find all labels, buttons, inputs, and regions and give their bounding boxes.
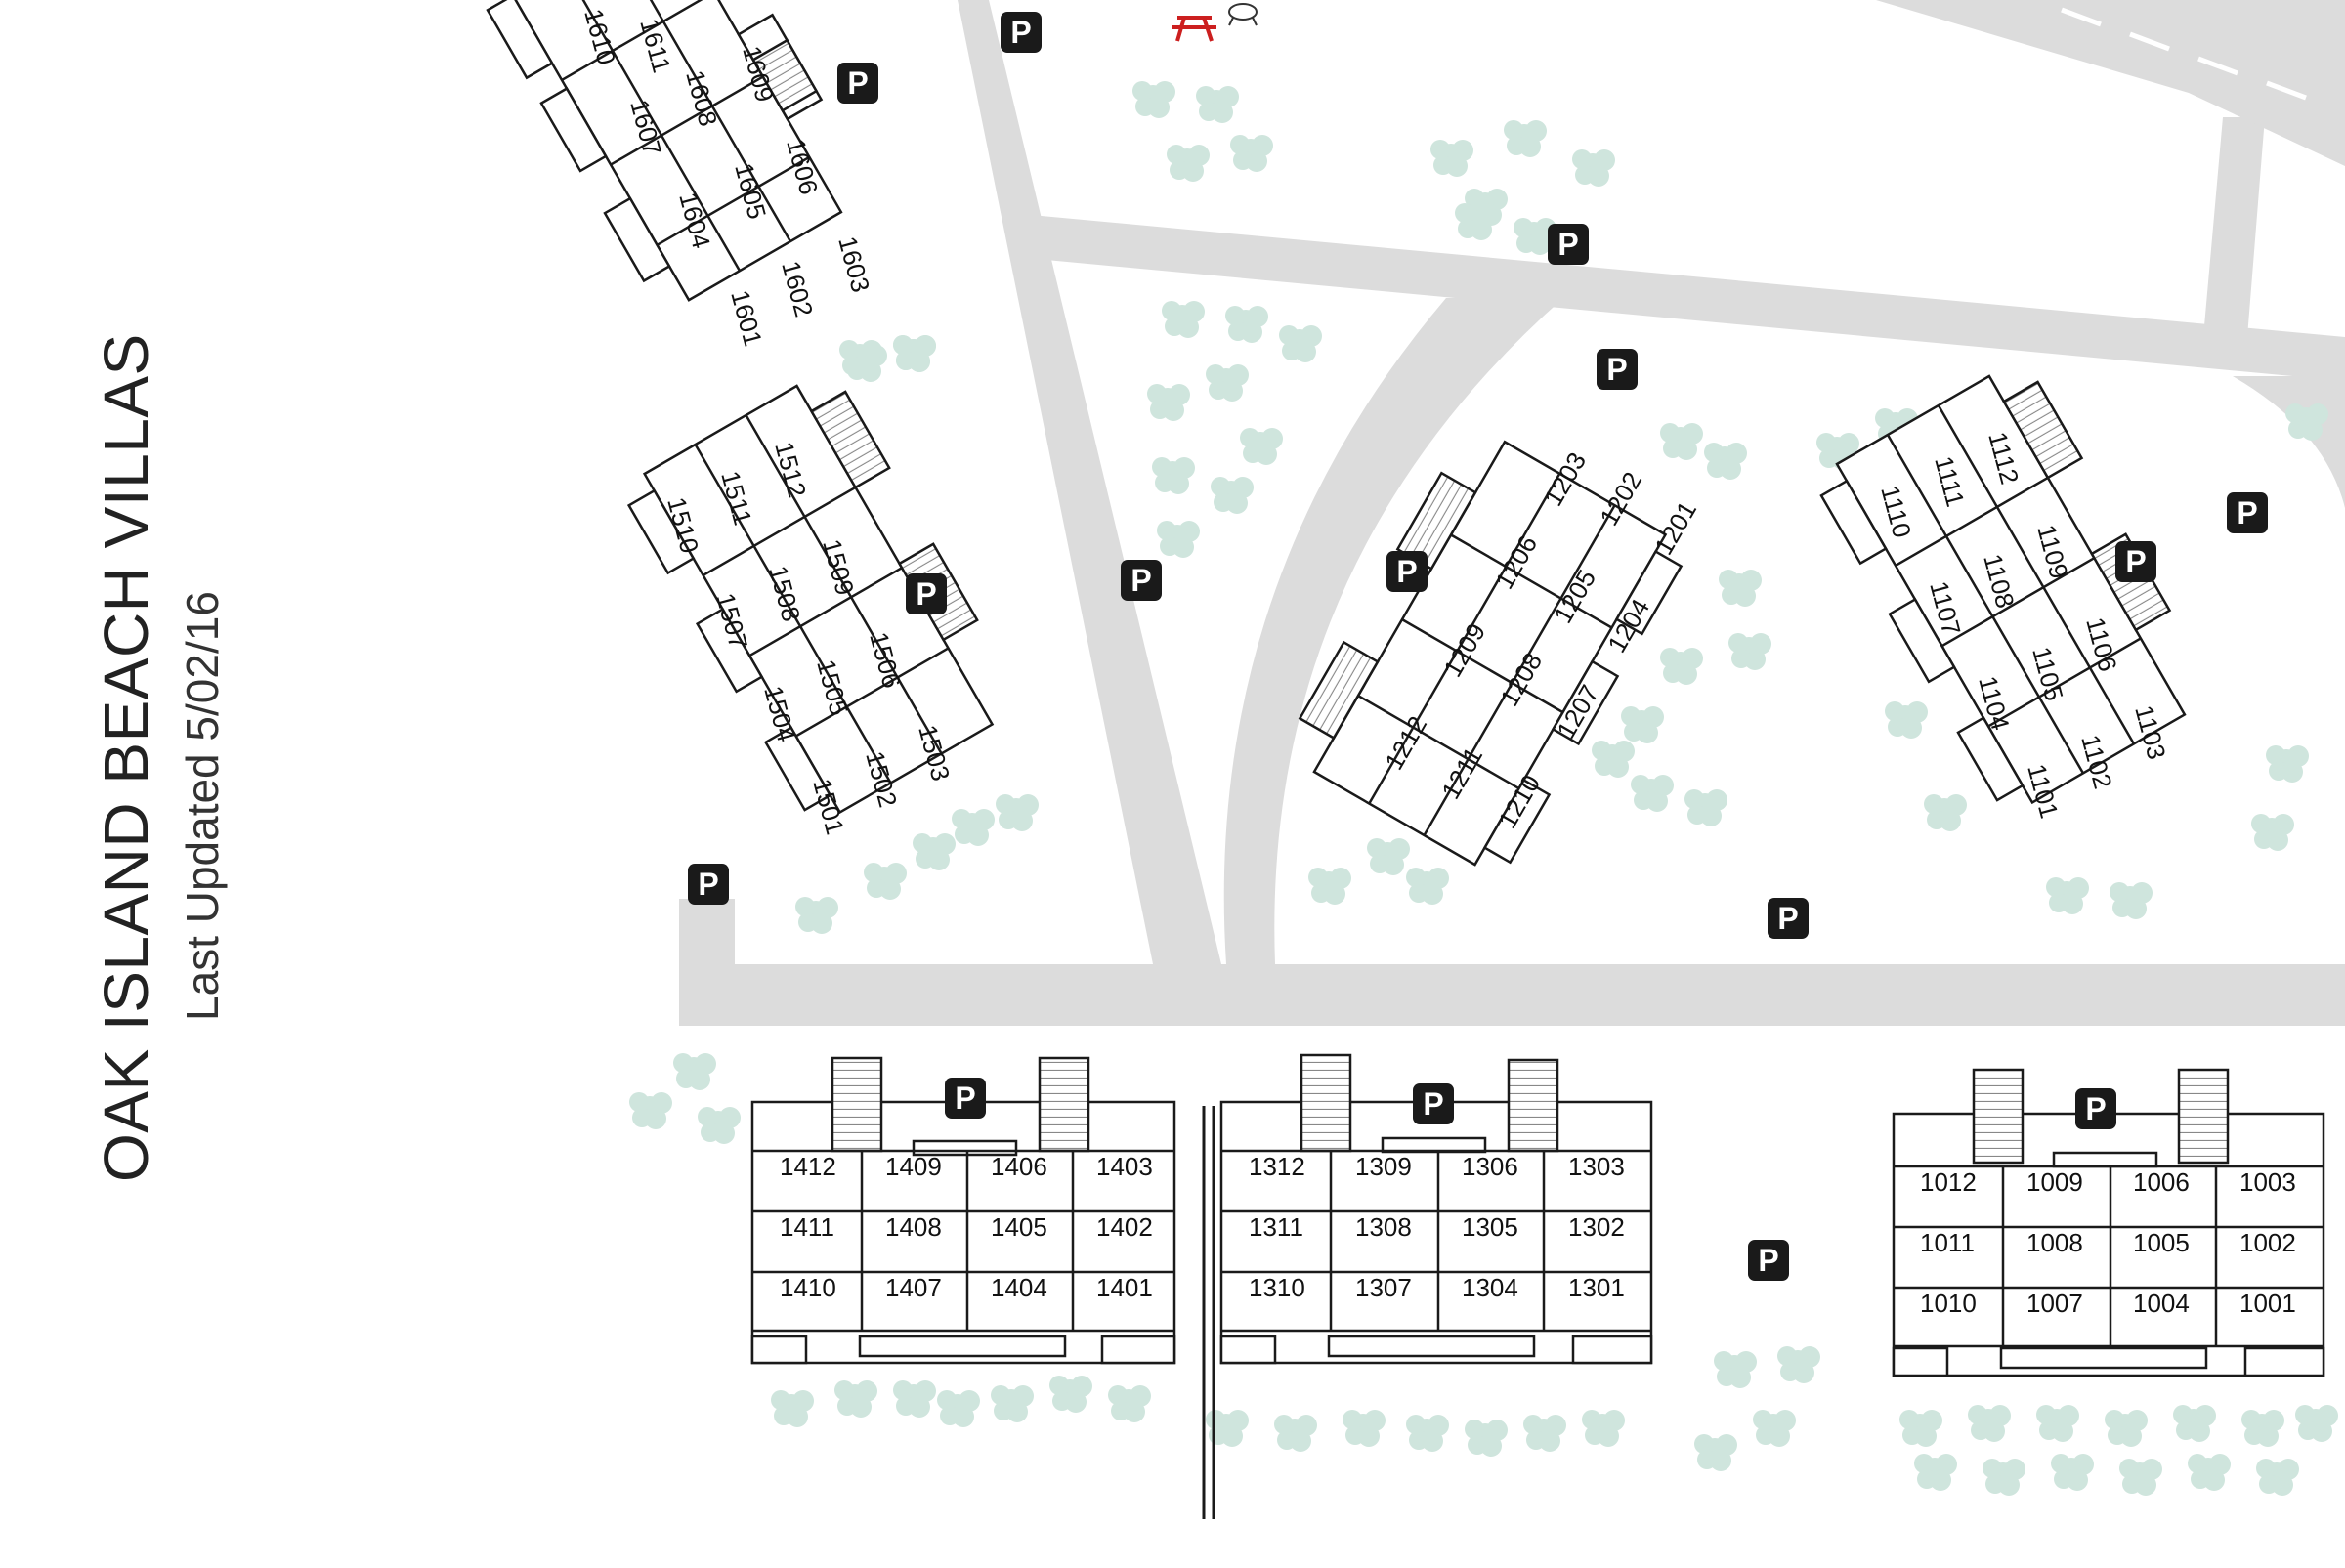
building-1200 xyxy=(1298,440,1684,867)
parking-label: P xyxy=(916,576,936,612)
parking-icon: P xyxy=(1001,12,1042,53)
parking-label: P xyxy=(1606,352,1627,387)
unit-1012: 1012 xyxy=(1920,1167,1977,1197)
parking-label: P xyxy=(955,1081,975,1116)
unit-1310: 1310 xyxy=(1249,1273,1305,1302)
parking-label: P xyxy=(847,65,868,101)
unit-1304: 1304 xyxy=(1462,1273,1518,1302)
unit-1009: 1009 xyxy=(2026,1167,2083,1197)
parking-label: P xyxy=(698,867,718,902)
unit-1312: 1312 xyxy=(1249,1152,1305,1181)
unit-1309: 1309 xyxy=(1355,1152,1412,1181)
building-1300 xyxy=(1219,1053,1653,1365)
parking-label: P xyxy=(2085,1091,2106,1126)
parking-label: P xyxy=(2237,495,2257,530)
unit-1301: 1301 xyxy=(1568,1273,1625,1302)
unit-1010: 1010 xyxy=(1920,1289,1977,1318)
grill-icon xyxy=(1228,3,1258,26)
parking-icon: P xyxy=(945,1078,986,1119)
road-bottom-main xyxy=(679,964,2345,1026)
road-left-stub xyxy=(679,899,735,1026)
parking-icon: P xyxy=(688,864,729,905)
unit-1306: 1306 xyxy=(1462,1152,1518,1181)
parking-icon: P xyxy=(1413,1083,1454,1124)
roads xyxy=(679,0,2345,1026)
unit-1406: 1406 xyxy=(991,1152,1047,1181)
parking-label: P xyxy=(1423,1086,1443,1122)
unit-1603: 1603 xyxy=(832,233,875,296)
unit-1011: 1011 xyxy=(1920,1228,1975,1257)
parking-icon: P xyxy=(1386,551,1428,592)
unit-1003: 1003 xyxy=(2239,1167,2296,1197)
building-1400 xyxy=(750,1056,1176,1365)
unit-1403: 1403 xyxy=(1096,1152,1153,1181)
parking-icon: P xyxy=(837,63,878,104)
unit-1412: 1412 xyxy=(780,1152,836,1181)
grid-unit-labels: 1412 1409 1406 1403 1411 1408 1405 1402 1410 1407… xyxy=(780,1152,2296,1318)
unit-1408: 1408 xyxy=(885,1212,942,1242)
parking-icon: P xyxy=(1597,349,1638,390)
building-1600 xyxy=(486,0,843,302)
unit-1602: 1602 xyxy=(776,258,819,320)
boardwalk xyxy=(1202,1106,1215,1519)
unit-1401: 1401 xyxy=(1096,1273,1153,1302)
road-vertical-right xyxy=(2203,117,2265,337)
unit-1305: 1305 xyxy=(1462,1212,1518,1242)
parking-label: P xyxy=(1396,554,1417,589)
road-curve-right xyxy=(2233,376,2345,508)
parking-markers: P P P P P P P P P P P P P P P xyxy=(688,12,2268,1281)
unit-1411: 1411 xyxy=(780,1212,834,1242)
parking-label: P xyxy=(1777,901,1798,936)
road-curve xyxy=(1223,298,1563,964)
parking-icon: P xyxy=(1548,224,1589,265)
unit-1004: 1004 xyxy=(2133,1289,2190,1318)
unit-1201: 1201 xyxy=(1648,496,1702,560)
unit-1008: 1008 xyxy=(2026,1228,2083,1257)
parking-label: P xyxy=(1010,15,1031,50)
unit-1001: 1001 xyxy=(2239,1289,2296,1318)
road-diagonal xyxy=(1031,215,2345,381)
unit-1601: 1601 xyxy=(725,287,768,350)
unit-1005: 1005 xyxy=(2133,1228,2190,1257)
unit-1002: 1002 xyxy=(2239,1228,2296,1257)
unit-1308: 1308 xyxy=(1355,1212,1412,1242)
unit-1006: 1006 xyxy=(2133,1167,2190,1197)
picnic-table-icon xyxy=(1172,16,1216,42)
parking-icon: P xyxy=(2115,541,2156,582)
parking-label: P xyxy=(1758,1243,1778,1278)
parking-icon: P xyxy=(2075,1088,2116,1129)
parking-icon: P xyxy=(2227,492,2268,533)
road-highway xyxy=(1876,0,2345,166)
unit-1007: 1007 xyxy=(2026,1289,2083,1318)
parking-label: P xyxy=(1130,563,1151,598)
road-north-south xyxy=(958,0,1221,964)
unit-1303: 1303 xyxy=(1568,1152,1625,1181)
unit-1409: 1409 xyxy=(885,1152,942,1181)
unit-1407: 1407 xyxy=(885,1273,942,1302)
parking-icon: P xyxy=(1768,898,1809,939)
parking-icon: P xyxy=(1121,560,1162,601)
unit-1311: 1311 xyxy=(1249,1212,1303,1242)
unit-1402: 1402 xyxy=(1096,1212,1153,1242)
parking-label: P xyxy=(2125,544,2146,579)
parking-label: P xyxy=(1557,227,1578,262)
unit-1410: 1410 xyxy=(780,1273,836,1302)
unit-1307: 1307 xyxy=(1355,1273,1412,1302)
unit-1405: 1405 xyxy=(991,1212,1047,1242)
unit-1404: 1404 xyxy=(991,1273,1047,1302)
building-1000 xyxy=(1892,1068,2325,1377)
parking-icon: P xyxy=(1748,1240,1789,1281)
highway-dashes xyxy=(2061,7,2307,101)
unit-1302: 1302 xyxy=(1568,1212,1625,1242)
parking-icon: P xyxy=(906,573,947,614)
building-1500 xyxy=(626,384,995,815)
